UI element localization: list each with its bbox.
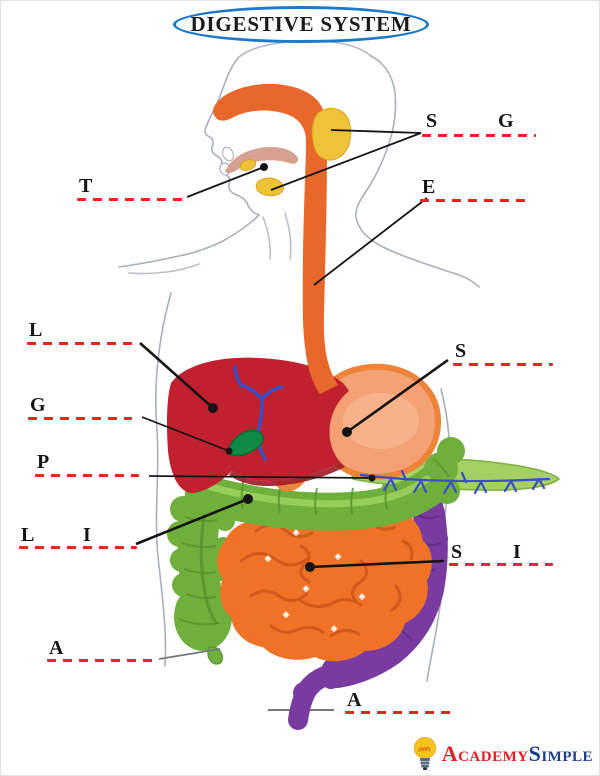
label-tongue: T [77,176,184,202]
label-stomach: S [453,341,553,367]
pointer-lines [135,129,449,660]
label-appendix: A [47,638,153,664]
tongue-shape [225,147,299,174]
brand-text: ACADEMYSIMPLE [442,741,593,767]
answer-blank-line [47,659,153,662]
brand-initial-1: A [441,741,459,766]
label-letter: E [422,176,436,198]
label-anus: A [345,690,453,716]
label-letter: S [426,110,438,132]
label-letter: L [21,524,35,546]
esophagus-shape [212,83,338,394]
label-letter: S [455,340,467,362]
label-pancreas: P [35,452,139,478]
page-title: DIGESTIVE SYSTEM [190,12,412,36]
label-large-intestine: L I [19,525,137,551]
answer-blank-line [19,546,137,549]
answer-blank-line [35,474,139,477]
answer-blank-line [77,198,184,201]
label-letter: P [37,451,50,473]
answer-blank-line [449,563,553,566]
label-letter: T [79,175,93,197]
label-letter: I [83,524,91,546]
label-letter: G [30,394,46,416]
label-letter: A [347,689,362,711]
salivary-glands-shape [239,108,352,197]
label-gallbladder: G [28,395,132,421]
brand-initial-2: S [528,741,542,766]
brand-rest-1: CADEMY [458,749,529,765]
answer-blank-line [28,417,132,420]
label-letter: I [513,541,521,563]
watermark: ACADEMYSIMPLE [411,736,593,772]
mesenteric-vessels [359,469,551,495]
answer-blank-line [422,134,536,137]
answer-blank-line [420,199,528,202]
label-letter: L [29,319,43,341]
label-letter: G [498,110,514,132]
label-letter: S [451,541,463,563]
label-liver: L [27,320,132,346]
label-salivary-glands: S G [422,111,536,137]
label-letter: A [49,637,64,659]
label-esophagus: E [420,177,528,203]
label-small-intestine: S I [449,542,553,568]
lightbulb-icon [413,737,436,770]
title-oval: DIGESTIVE SYSTEM [173,6,429,43]
small-intestine-shape [217,495,432,662]
answer-blank-line [27,342,132,345]
brand-rest-2: IMPLE [541,749,593,765]
answer-blank-line [345,711,453,714]
answer-blank-line [453,363,553,366]
